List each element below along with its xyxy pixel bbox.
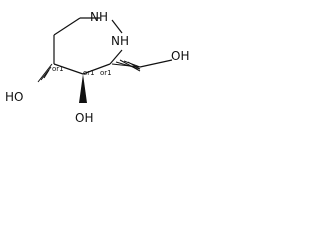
bond-ch2-oh bbox=[139, 59, 173, 68]
bond-c4-c5 bbox=[53, 63, 84, 75]
bond-c3-c4 bbox=[82, 63, 111, 75]
bond-n1-n2 bbox=[111, 19, 123, 34]
stereo-label-c5: or1 bbox=[52, 65, 64, 73]
atom-nh-right: NH bbox=[111, 34, 129, 48]
stereo-label-c4: or1 bbox=[83, 69, 95, 77]
bond-n2-c3 bbox=[109, 49, 123, 65]
atom-oh-right: OH bbox=[171, 49, 189, 63]
hashed-bond-c5-oh bbox=[37, 63, 53, 83]
hashed-bond-c3-ch2 bbox=[111, 59, 141, 72]
stereo-label-c3: or1 bbox=[100, 69, 112, 77]
molecule-drawing: NH NH HO OH OH or1 or1 or1 bbox=[0, 0, 210, 148]
structure-svg: NH NH HO OH OH or1 or1 or1 bbox=[5, 10, 189, 125]
atom-nh-top: NH bbox=[90, 10, 108, 24]
atom-oh-bottom: OH bbox=[75, 111, 93, 125]
wedge-bond-c4-oh bbox=[79, 74, 87, 103]
atom-oh-left: HO bbox=[5, 90, 23, 104]
bond-c6-n1 bbox=[53, 17, 81, 36]
